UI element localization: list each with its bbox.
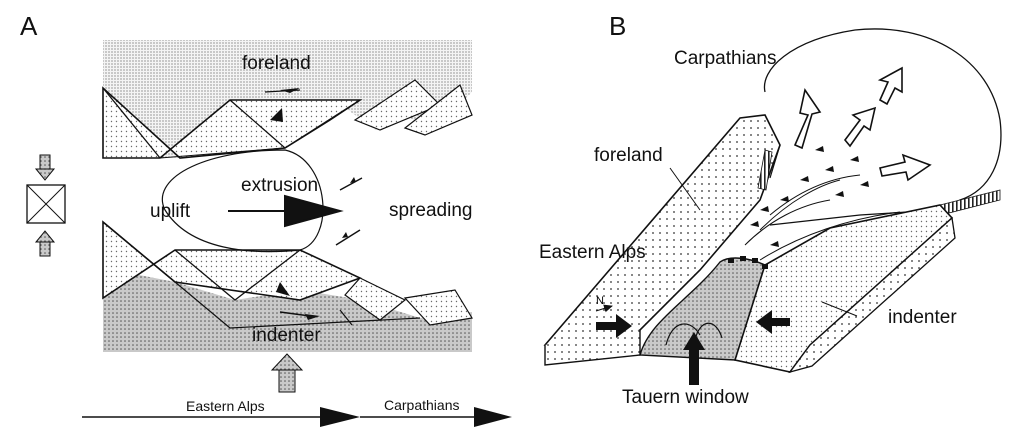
label-eastern-alps-b: Eastern Alps [539, 242, 646, 263]
label-tauern-window: Tauern window [622, 387, 749, 408]
extrusion-loop [161, 149, 324, 253]
label-foreland-a: foreland [242, 53, 311, 74]
push-arrow-right [756, 310, 790, 334]
north-marker: N [596, 295, 604, 307]
label-spreading: spreading [389, 200, 473, 221]
panel-a-letter: A [20, 11, 38, 41]
label-extrusion: extrusion [241, 175, 319, 196]
panel-b: N [543, 28, 1002, 385]
label-carpathians-b: Carpathians [674, 48, 777, 69]
stress-inset [26, 154, 66, 257]
axis-label-eastern-alps: Eastern Alps [186, 398, 265, 414]
push-arrow-left [596, 314, 632, 338]
indenter-region-a [103, 268, 472, 352]
indenter-slab [733, 204, 954, 373]
label-uplift: uplift [150, 201, 191, 222]
carpathian-outline [763, 28, 1002, 226]
label-foreland-b: foreland [594, 145, 663, 166]
lower-wedge [102, 220, 363, 301]
tauern-up-arrow [683, 332, 705, 385]
label-indenter-a: indenter [252, 325, 321, 346]
axis-label-carpathians: Carpathians [384, 397, 460, 413]
label-indenter-b: indenter [888, 307, 957, 328]
panel-b-letter: B [609, 11, 627, 41]
panel-a [26, 40, 512, 427]
indenter-arrow-a [270, 353, 304, 393]
escape-arrows [793, 66, 932, 182]
